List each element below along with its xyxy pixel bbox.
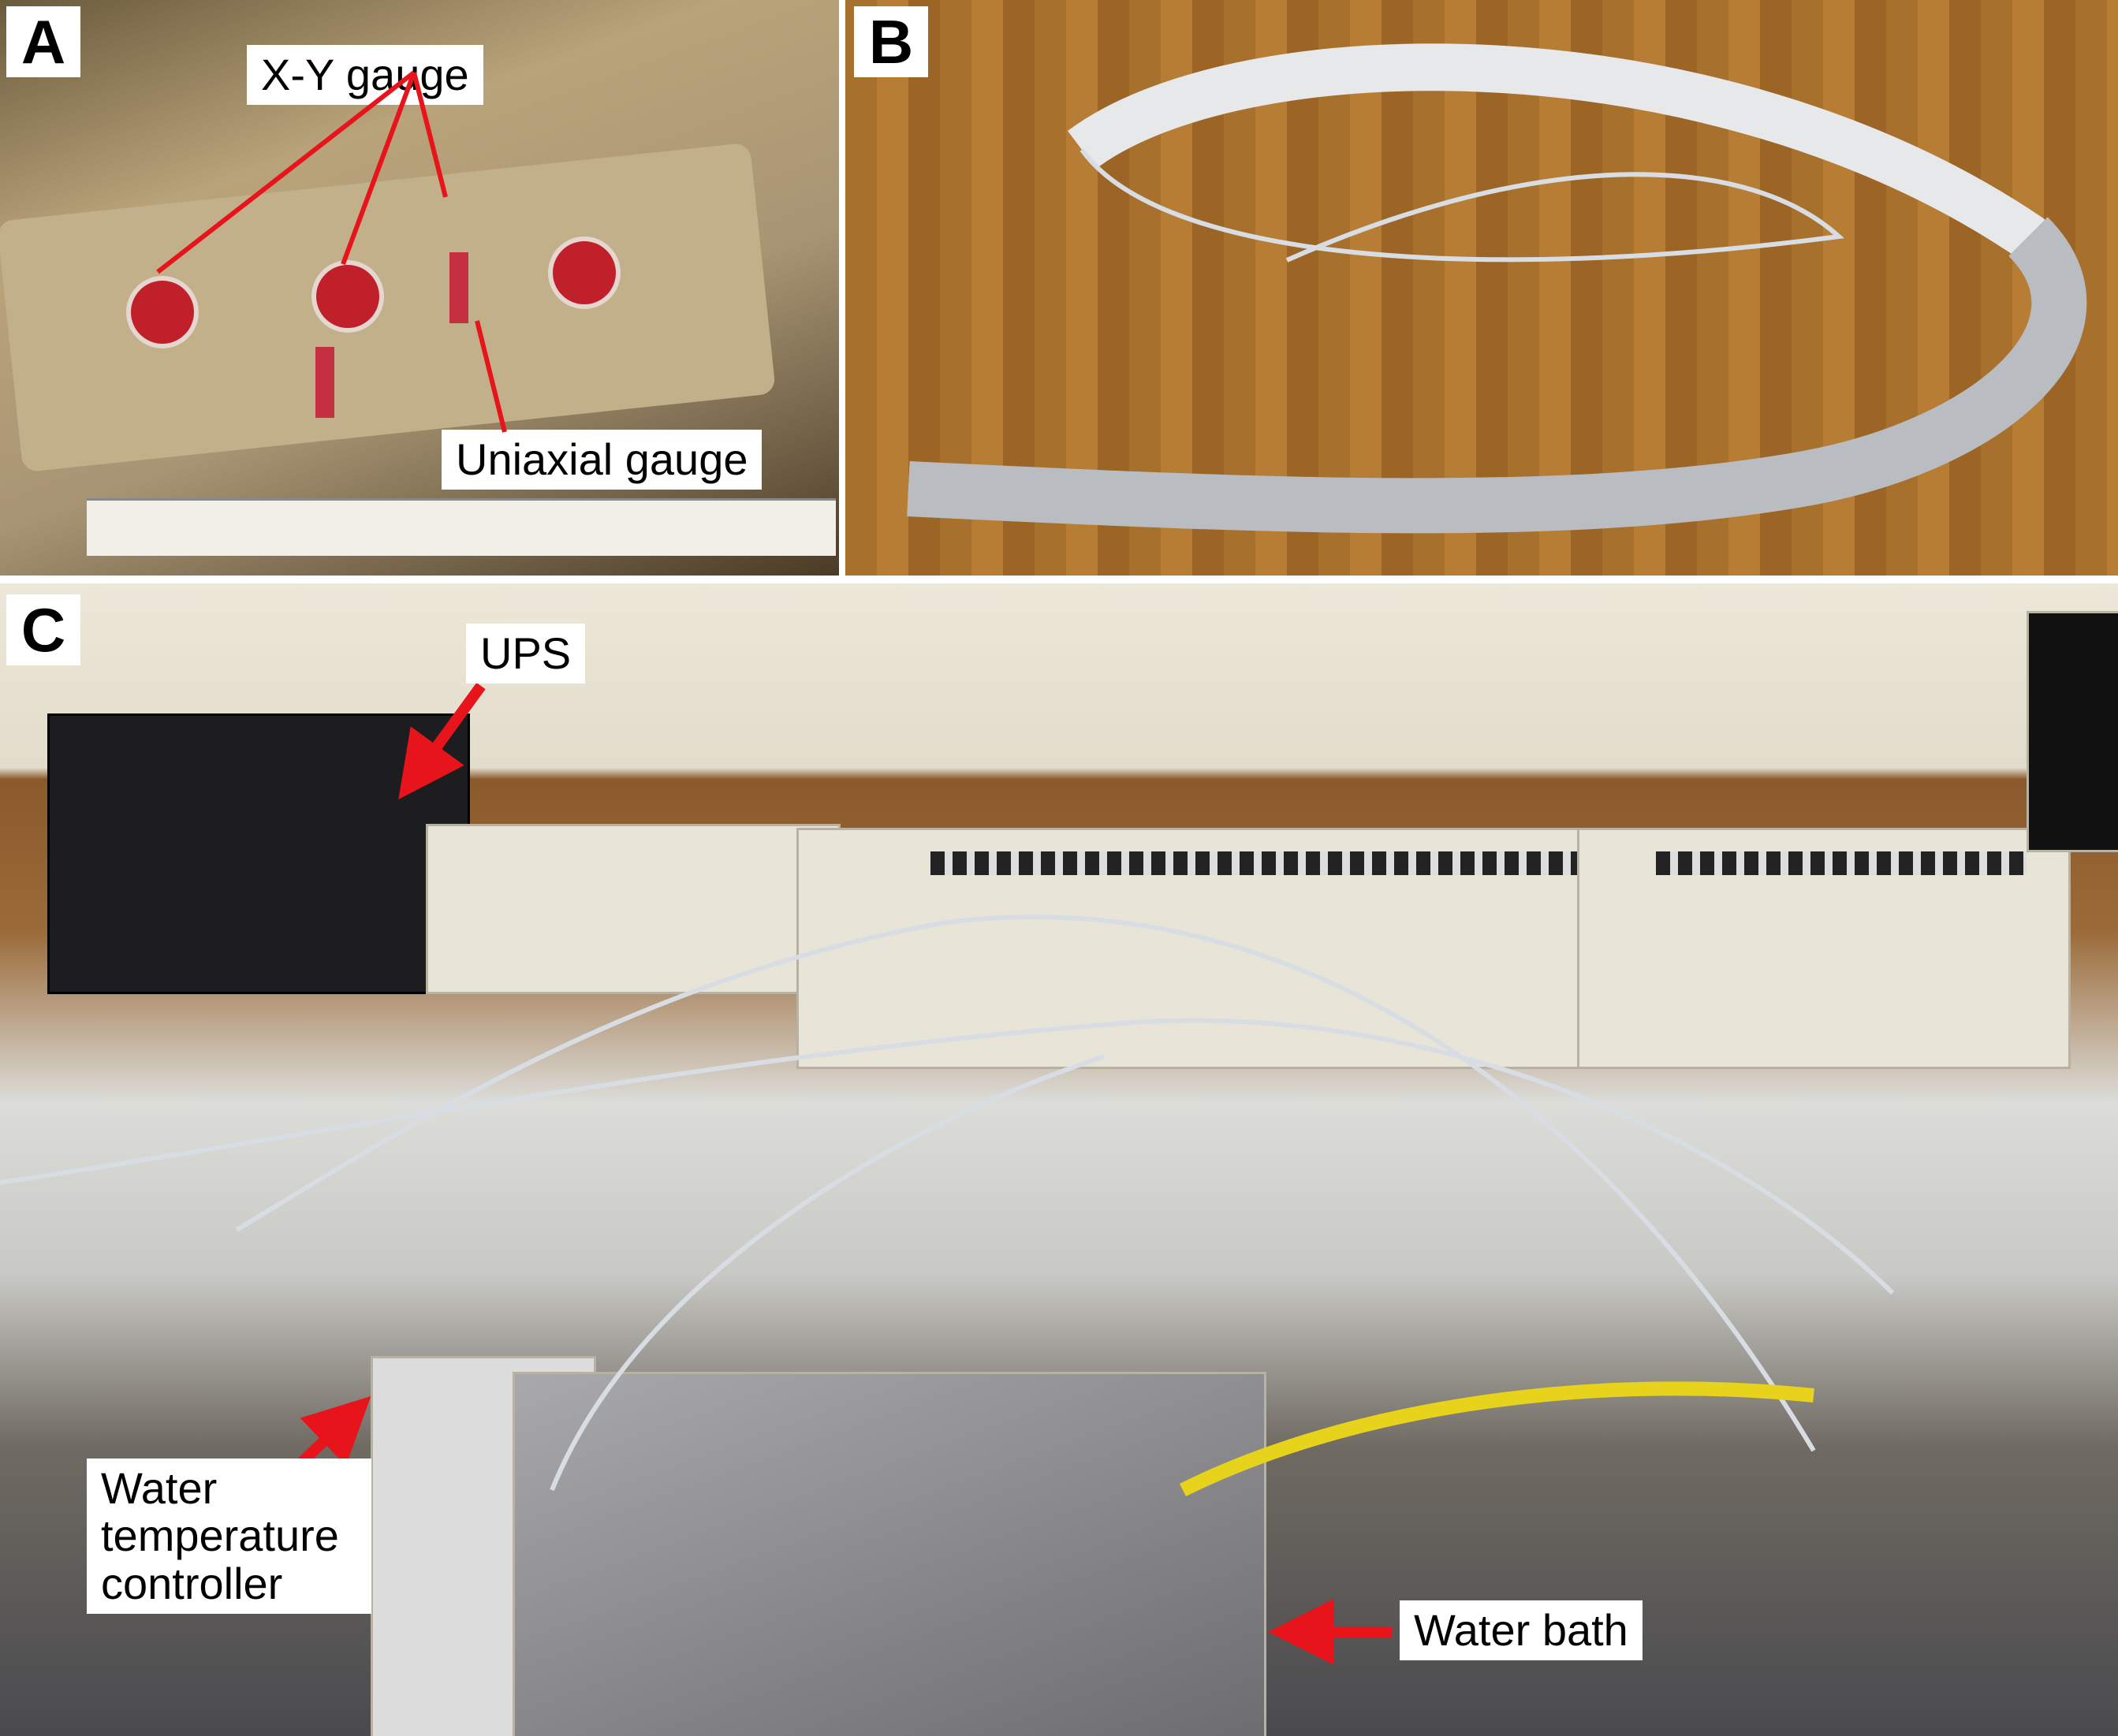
xy-gauge-mark bbox=[548, 237, 621, 309]
cables bbox=[0, 915, 1895, 1497]
laptop bbox=[2027, 611, 2118, 852]
terminal-block bbox=[1656, 851, 2027, 875]
panel-letter-a: A bbox=[6, 6, 80, 77]
wrapped-cable-bundle bbox=[907, 43, 2087, 534]
uniaxial-gauge-mark bbox=[449, 252, 468, 323]
panel-letter-c: C bbox=[6, 594, 80, 665]
measuring-tape bbox=[87, 498, 836, 556]
arrow-icons bbox=[256, 682, 1392, 1665]
label-ups: UPS bbox=[466, 624, 586, 684]
label-xy-gauge: X-Y gauge bbox=[247, 45, 483, 106]
label-water-temperature-controller: Water temperature controller bbox=[87, 1458, 371, 1615]
panel-letter-b: B bbox=[854, 6, 928, 77]
label-uniaxial-gauge: Uniaxial gauge bbox=[442, 430, 763, 490]
xy-gauge-mark bbox=[311, 260, 384, 333]
uniaxial-gauge-mark bbox=[315, 347, 334, 418]
panel-b-cable-bundle-photo: B bbox=[845, 0, 2118, 576]
label-water-bath: Water bath bbox=[1400, 1600, 1643, 1661]
pointer-lines bbox=[156, 70, 507, 433]
terminal-block bbox=[930, 851, 1577, 875]
water-bath-device bbox=[513, 1372, 1266, 1736]
xy-gauge-mark bbox=[126, 276, 199, 348]
